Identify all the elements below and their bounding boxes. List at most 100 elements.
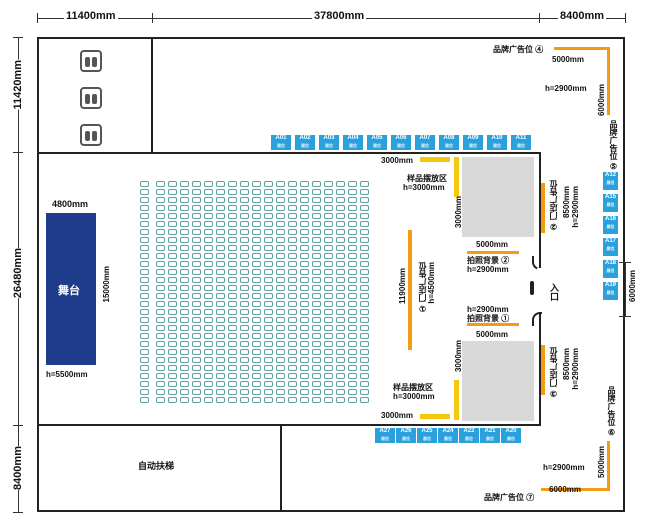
seat	[204, 365, 213, 371]
seat	[348, 293, 357, 299]
seat	[252, 229, 261, 235]
seat	[228, 189, 237, 195]
seat	[288, 389, 297, 395]
seat	[312, 181, 321, 187]
seat	[140, 349, 149, 355]
backdrop1-bar	[467, 323, 519, 326]
sample-area-top-h: h=3000mm	[403, 183, 445, 192]
seat	[336, 197, 345, 203]
booth-sub: 展位	[465, 436, 473, 441]
backdrop1-h: h=2900mm	[467, 305, 509, 314]
seat	[288, 341, 297, 347]
brand7-h: h=2900mm	[543, 463, 585, 472]
seat	[140, 357, 149, 363]
seat	[300, 285, 309, 291]
seat	[216, 373, 225, 379]
seat	[216, 253, 225, 259]
seat	[300, 365, 309, 371]
seat	[348, 325, 357, 331]
seat	[192, 197, 201, 203]
seat	[204, 245, 213, 251]
booth-code: A22	[463, 428, 475, 434]
seat	[168, 277, 177, 283]
seat	[348, 237, 357, 243]
seat	[336, 221, 345, 227]
seat	[360, 261, 369, 267]
seat	[156, 181, 165, 187]
seat	[216, 381, 225, 387]
seat	[252, 341, 261, 347]
booth-sub: 展位	[423, 436, 431, 441]
seat	[276, 341, 285, 347]
seat	[276, 333, 285, 339]
seat	[336, 325, 345, 331]
seat	[228, 277, 237, 283]
seat	[288, 213, 297, 219]
seat	[216, 285, 225, 291]
booth-code: A11	[515, 135, 527, 141]
seat	[252, 285, 261, 291]
seat	[288, 245, 297, 251]
seat	[288, 277, 297, 283]
seat	[324, 381, 333, 387]
seat	[312, 381, 321, 387]
seat	[252, 197, 261, 203]
booth-code: A04	[347, 135, 359, 141]
seat	[336, 301, 345, 307]
seat	[180, 349, 189, 355]
seat	[168, 293, 177, 299]
seat	[240, 293, 249, 299]
right-board-top-h: h=2900mm	[571, 186, 580, 228]
seat	[252, 269, 261, 275]
seat	[204, 213, 213, 219]
seat	[324, 229, 333, 235]
seat	[264, 229, 273, 235]
seat	[300, 205, 309, 211]
seat	[288, 381, 297, 387]
seat	[288, 365, 297, 371]
seat	[140, 261, 149, 267]
seat	[348, 245, 357, 251]
booth-code: A15	[604, 194, 616, 200]
seat	[324, 237, 333, 243]
seat	[276, 269, 285, 275]
booth-sub: 展位	[606, 180, 615, 185]
booth-code: A12	[604, 172, 616, 178]
seat	[348, 309, 357, 315]
seat	[312, 365, 321, 371]
seat	[312, 253, 321, 259]
seat	[192, 325, 201, 331]
booth-sub: 展位	[469, 143, 477, 148]
seat	[180, 365, 189, 371]
seat	[324, 317, 333, 323]
seat	[360, 181, 369, 187]
sample-area-bottom-len: 3000mm	[381, 411, 414, 420]
seat	[276, 205, 285, 211]
seat	[140, 197, 149, 203]
seat	[252, 237, 261, 243]
seat	[156, 261, 165, 267]
booth-code: A06	[395, 135, 407, 141]
seat	[288, 261, 297, 267]
seat	[348, 381, 357, 387]
seat	[168, 181, 177, 187]
seat	[264, 389, 273, 395]
brand4-len: 5000mm	[552, 55, 585, 64]
right-board-top-size: 8500mm	[562, 186, 571, 219]
restroom-icon	[80, 124, 102, 146]
seat	[156, 229, 165, 235]
seat	[300, 229, 309, 235]
seat	[204, 269, 213, 275]
seat	[300, 325, 309, 331]
seat	[300, 221, 309, 227]
seat	[240, 333, 249, 339]
seat	[168, 269, 177, 275]
seat	[264, 269, 273, 275]
booth-code: A27	[379, 428, 391, 434]
seat	[300, 189, 309, 195]
seat	[324, 325, 333, 331]
